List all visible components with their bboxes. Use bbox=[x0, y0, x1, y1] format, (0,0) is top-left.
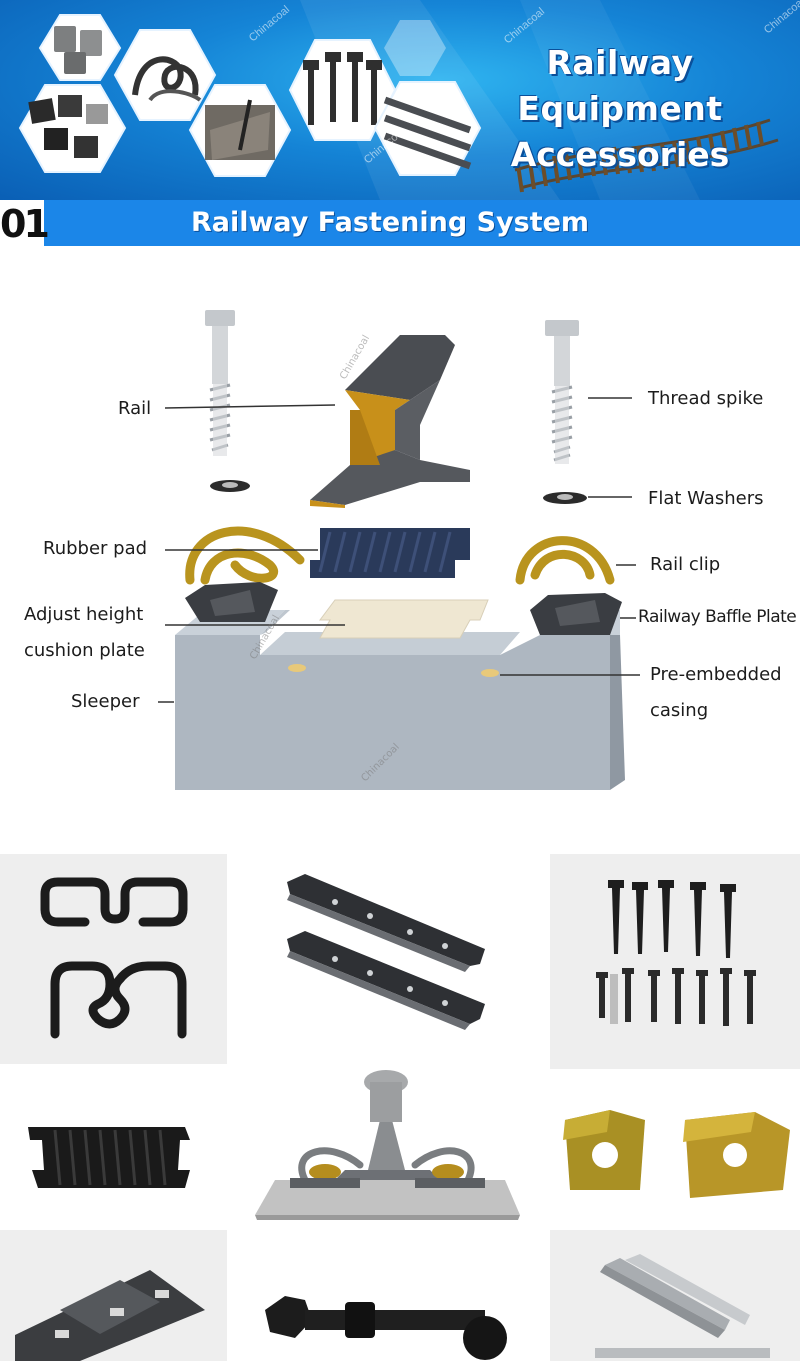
product-grid bbox=[0, 850, 800, 1361]
label-flat-washers: Flat Washers bbox=[648, 488, 764, 509]
header-banner: Railway Equipment Accessories Chinacoal … bbox=[0, 0, 800, 200]
fish-plate-icon bbox=[287, 874, 485, 1030]
hex-plates-icon bbox=[18, 84, 127, 173]
cushion-plate-icon bbox=[319, 599, 489, 639]
track-bolt-icon bbox=[265, 1296, 507, 1360]
section-title: Railway Fastening System bbox=[190, 207, 590, 238]
product-tile-tie-plate[interactable] bbox=[0, 1230, 227, 1361]
banner-title: Railway Equipment Accessories bbox=[440, 40, 800, 178]
label-rail: Rail bbox=[118, 398, 152, 419]
rail-clip-left-icon bbox=[185, 526, 305, 585]
thread-spike-right-icon bbox=[543, 320, 587, 504]
label-thread-spike: Thread spike bbox=[648, 388, 764, 409]
baffle-plate-left-icon bbox=[185, 582, 278, 622]
fastening-diagram: Chinacoal Chinacoal Chinacoal Rail Threa… bbox=[0, 260, 800, 810]
fastening-assembly-icon bbox=[255, 1070, 520, 1220]
label-adjust-height-line1: Adjust height bbox=[24, 604, 144, 625]
label-sleeper: Sleeper bbox=[71, 691, 140, 712]
hex-spike-icon bbox=[188, 84, 292, 177]
hex-fishplate-icon bbox=[373, 81, 482, 176]
section-header: Railway Fastening System 01 bbox=[0, 200, 800, 246]
banner-title-line1: Railway Equipment bbox=[517, 43, 723, 128]
tie-plate-icon bbox=[15, 1270, 205, 1361]
rubber-pad-icon bbox=[28, 1127, 190, 1188]
banner-title-line2: Accessories bbox=[510, 135, 730, 174]
product-tile-fastening-assembly[interactable] bbox=[250, 1070, 525, 1220]
product-tile-guide-rail[interactable] bbox=[550, 1230, 800, 1361]
label-pre-embedded-line1: Pre-embedded bbox=[650, 664, 782, 685]
section-number: 01 bbox=[0, 200, 50, 246]
label-baffle-plate: Railway Baffle Plate bbox=[638, 607, 797, 627]
leader-lines bbox=[158, 397, 640, 703]
product-tile-screw-spike[interactable] bbox=[550, 854, 800, 1069]
screw-spike-icon bbox=[596, 880, 756, 1026]
hex-tie-plates-icon bbox=[38, 14, 122, 81]
product-tile-rail-clip[interactable] bbox=[0, 854, 227, 1064]
hex-bolts-icon bbox=[288, 39, 397, 141]
curved-track-icon bbox=[514, 118, 779, 193]
guide-rail-icon bbox=[595, 1254, 770, 1358]
rail-clip-right-icon bbox=[515, 536, 615, 585]
banner-graphics bbox=[18, 0, 779, 200]
hex-e-clip-icon bbox=[113, 29, 217, 121]
fastening-diagram-graphics: Chinacoal Chinacoal Chinacoal bbox=[158, 310, 640, 790]
product-tile-rubber-pad[interactable] bbox=[0, 1070, 227, 1230]
rail-icon bbox=[310, 335, 470, 508]
product-tile-insulator-plate[interactable] bbox=[555, 1090, 800, 1210]
thread-spike-left-icon bbox=[205, 310, 250, 492]
hex-blank-icon bbox=[384, 20, 446, 76]
insulator-plate-icon bbox=[563, 1110, 790, 1198]
product-tile-track-bolt[interactable] bbox=[250, 1260, 510, 1361]
label-rail-clip: Rail clip bbox=[650, 554, 721, 575]
label-adjust-height-line2: cushion plate bbox=[24, 640, 145, 661]
rail-clip-icon bbox=[40, 877, 188, 1039]
label-pre-embedded-line2: casing bbox=[650, 700, 709, 721]
product-tile-fish-plate[interactable] bbox=[265, 854, 505, 1064]
label-rubber-pad: Rubber pad bbox=[43, 538, 148, 559]
baffle-plate-right-icon bbox=[530, 593, 622, 635]
rubber-pad-icon bbox=[310, 528, 470, 578]
